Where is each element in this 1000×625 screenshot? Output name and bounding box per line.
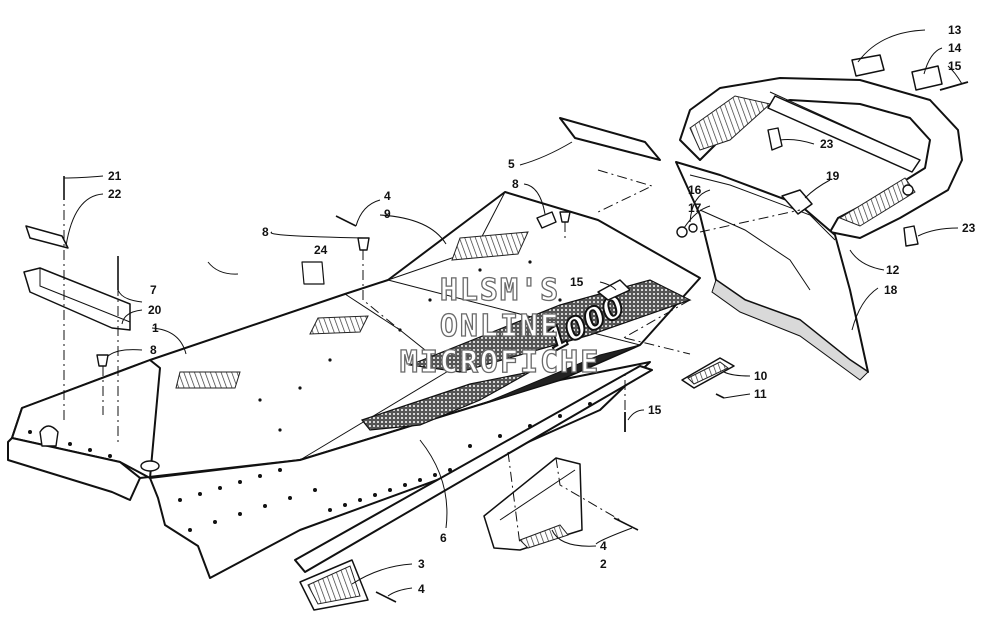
- washer-17: [676, 226, 688, 238]
- callout-23a: 23: [820, 137, 834, 151]
- callout-1: 1: [152, 321, 159, 335]
- callout-17: 17: [688, 201, 702, 215]
- rear-bumper: [679, 77, 963, 239]
- callout-12: 12: [886, 263, 900, 277]
- callout-20: 20: [148, 303, 162, 317]
- watermark-line-1: HLSM'S: [440, 273, 560, 308]
- assembly-lines: [63, 169, 801, 546]
- callout-23b: 23: [962, 221, 976, 235]
- callout-5: 5: [508, 157, 515, 171]
- tunnel-assembly: [7, 191, 701, 579]
- callout-8c: 8: [512, 177, 519, 191]
- clip-19: [781, 189, 813, 215]
- fasteners: [63, 81, 969, 603]
- callout-9: 9: [384, 207, 391, 221]
- callout-8b: 8: [262, 225, 269, 239]
- callout-numbers: 1 2 3 4 4 4 5 6 7 8 8 8 9 10 11 12 13 14…: [108, 23, 976, 596]
- callout-10: 10: [754, 369, 768, 383]
- callout-15a: 15: [948, 59, 962, 73]
- nut-16: [688, 223, 698, 233]
- callout-4a: 4: [384, 189, 391, 203]
- callout-15b: 15: [570, 275, 584, 289]
- callout-19: 19: [826, 169, 840, 183]
- reflector-14: [911, 65, 943, 91]
- seat-strip: [559, 117, 661, 161]
- leader-lines: [63, 29, 963, 597]
- callout-24: 24: [314, 243, 328, 257]
- callout-21: 21: [108, 169, 122, 183]
- callout-4b: 4: [600, 539, 607, 553]
- callout-22: 22: [108, 187, 122, 201]
- callout-2: 2: [600, 557, 607, 571]
- callout-7: 7: [150, 283, 157, 297]
- clip-23-lower: [903, 225, 919, 247]
- callout-14: 14: [948, 41, 962, 55]
- small-decal: [301, 261, 325, 285]
- reflector-13: [851, 54, 885, 77]
- watermark-line-3: MICROFICHE: [400, 345, 601, 380]
- callout-16: 16: [688, 183, 702, 197]
- watermark-line-2: ONLINE: [440, 309, 560, 344]
- callout-3: 3: [418, 557, 425, 571]
- callout-11: 11: [754, 387, 767, 401]
- watermark: HLSM'S ONLINE MICROFICHE: [399, 272, 601, 380]
- callout-13: 13: [948, 23, 962, 37]
- callout-18: 18: [884, 283, 898, 297]
- callout-8a: 8: [150, 343, 157, 357]
- rear-snow-flap: [675, 161, 869, 381]
- callout-6: 6: [440, 531, 447, 545]
- callout-4c: 4: [418, 582, 425, 596]
- rivet-pattern: [28, 260, 592, 532]
- clip-23-upper: [767, 127, 783, 151]
- callout-15c: 15: [648, 403, 662, 417]
- cable-15: [597, 279, 631, 301]
- bracket-strip-22: [25, 225, 69, 249]
